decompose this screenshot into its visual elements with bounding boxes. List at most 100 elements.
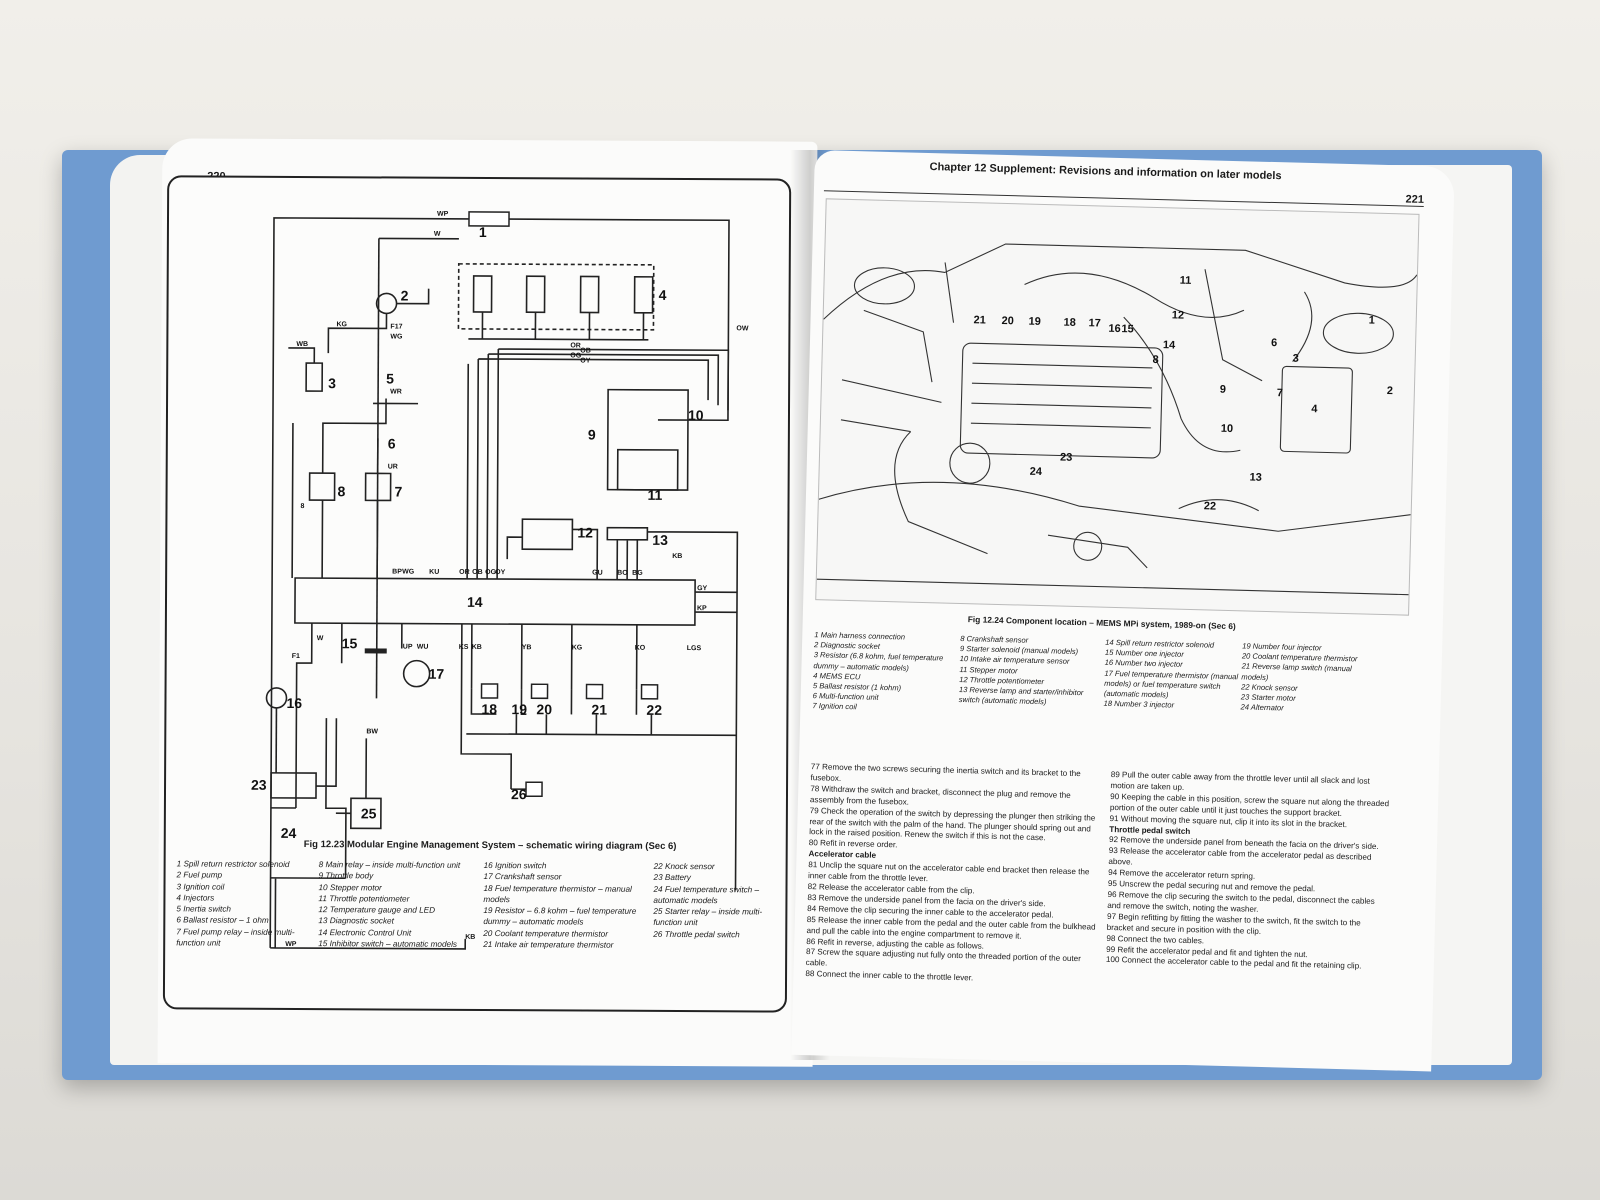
component-label: 15 bbox=[342, 635, 358, 651]
photo-callout-label: 13 bbox=[1249, 471, 1262, 483]
legend-item: 13 Reverse lamp and starter/inhibitor sw… bbox=[958, 684, 1084, 707]
legend-item: 7 Fuel pump relay – inside multi-functio… bbox=[176, 927, 295, 948]
legend-item: 5 Inertia switch bbox=[176, 904, 232, 914]
photo-callout-label: 10 bbox=[1221, 423, 1234, 435]
component-label: 23 bbox=[251, 777, 267, 793]
left-legend-col-2: 8 Main relay – inside multi-function uni… bbox=[318, 859, 478, 950]
wire-color-label: KB bbox=[465, 934, 475, 941]
wire-color-label: LGS bbox=[687, 645, 702, 652]
legend-item: 13 Diagnostic socket bbox=[318, 916, 394, 926]
component-label: 9 bbox=[588, 427, 596, 443]
photo-callout-label: 9 bbox=[1220, 384, 1226, 396]
wire-color-label: OR bbox=[570, 342, 581, 349]
component-label: 22 bbox=[646, 702, 662, 718]
wiring-diagram: 1234567891011121314151617181920212223242… bbox=[251, 211, 749, 950]
wire-color-label: KS bbox=[459, 644, 469, 651]
wire-color-label: OW bbox=[736, 325, 748, 332]
legend-item: 8 Main relay – inside multi-function uni… bbox=[318, 860, 461, 870]
component-label: 17 bbox=[429, 666, 445, 682]
photo-callout-label: 18 bbox=[1063, 317, 1076, 329]
left-figure-caption: Fig 12.23 Modular Engine Management Syst… bbox=[303, 839, 677, 852]
component-label: 11 bbox=[648, 487, 663, 503]
legend-item: 2 Fuel pump bbox=[176, 870, 223, 880]
wire-color-label: F1 bbox=[292, 653, 300, 660]
component-label: 18 bbox=[481, 701, 497, 717]
legend-item: 15 Inhibitor switch – automatic models bbox=[318, 939, 458, 949]
right-figure-caption: Fig 12.24 Component location – MEMS MPi … bbox=[967, 614, 1236, 632]
photo-callout-label: 24 bbox=[1029, 466, 1042, 478]
photo-callout-label: 14 bbox=[1163, 339, 1176, 351]
component-label: 7 bbox=[395, 484, 403, 500]
component-label: 10 bbox=[688, 407, 704, 423]
photo-callout-label: 1 bbox=[1369, 315, 1375, 327]
component-label: 3 bbox=[328, 375, 336, 391]
wire-color-label: WB bbox=[296, 341, 308, 348]
component-label: 14 bbox=[467, 594, 483, 610]
wire-color-label: KU bbox=[429, 569, 439, 576]
wire-color-label: KG bbox=[336, 321, 347, 328]
photo-callout-label: 12 bbox=[1172, 309, 1185, 321]
legend-item: 3 Ignition coil bbox=[176, 881, 225, 892]
wire-color-label: KB bbox=[472, 644, 482, 651]
component-label: 5 bbox=[386, 370, 394, 386]
component-label: 2 bbox=[401, 288, 409, 304]
legend-item: 10 Stepper motor bbox=[318, 882, 382, 893]
photo-callout-label: 4 bbox=[1311, 403, 1318, 415]
component-label: 4 bbox=[659, 287, 667, 303]
photo-callout-label: 11 bbox=[1180, 275, 1192, 287]
legend-item: 6 Ballast resistor – 1 ohm bbox=[176, 915, 269, 926]
legend-item: 18 Fuel temperature thermistor – manual … bbox=[483, 883, 632, 905]
wire-color-label: W bbox=[317, 635, 324, 642]
wire-color-label: BW bbox=[366, 728, 378, 735]
wire-color-label: BG bbox=[632, 570, 643, 577]
wire-color-label: KB bbox=[672, 553, 682, 560]
component-label: 1 bbox=[479, 224, 487, 240]
legend-item: 17 Crankshaft sensor bbox=[483, 872, 562, 882]
photo-callout-label: 2 bbox=[1387, 385, 1393, 397]
wire-color-label: OY bbox=[495, 569, 505, 576]
wire-color-label: F17 bbox=[390, 323, 402, 330]
legend-item: 20 Coolant temperature thermistor bbox=[483, 928, 608, 939]
wire-color-label: OY bbox=[580, 357, 590, 364]
legend-item: 23 Battery bbox=[653, 873, 691, 883]
wire-color-label: GY bbox=[697, 585, 707, 592]
component-label: 25 bbox=[361, 805, 377, 821]
wire-color-label: GU bbox=[592, 570, 603, 577]
photo-callout-label: 19 bbox=[1028, 316, 1041, 328]
wire-color-label: OR bbox=[459, 569, 470, 576]
legend-item: 19 Resistor – 6.8 kohm – fuel temperatur… bbox=[483, 906, 637, 927]
legend-item: 11 Throttle potentiometer bbox=[318, 894, 410, 904]
wire-color-label: OB bbox=[580, 347, 591, 354]
component-label: 6 bbox=[388, 435, 396, 451]
component-label: 21 bbox=[591, 702, 607, 718]
legend-item: 17 Fuel temperature thermistor (manual m… bbox=[1103, 668, 1239, 700]
legend-item: 12 Temperature gauge and LED bbox=[318, 905, 436, 915]
photo-callout-label: 8 bbox=[1152, 354, 1158, 366]
wire-color-label: WP bbox=[285, 941, 297, 948]
legend-item: 9 Throttle body bbox=[318, 871, 374, 881]
wire-color-label: W bbox=[434, 231, 441, 238]
photo-callout-label: 21 bbox=[973, 314, 986, 326]
photo-callout-label: 16 bbox=[1108, 323, 1121, 335]
wire-color-label: WG bbox=[390, 333, 403, 340]
wire-color-label: BO bbox=[617, 570, 628, 577]
legend-item: 25 Starter relay – inside multi-function… bbox=[653, 907, 763, 928]
legend-item: 24 Alternator bbox=[1240, 702, 1284, 713]
photo-callout-label: 7 bbox=[1277, 387, 1283, 399]
component-label: 8 bbox=[338, 483, 346, 499]
right-page: Chapter 12 Supplement: Revisions and inf… bbox=[791, 150, 1455, 1072]
left-page: 220 bbox=[157, 138, 818, 1067]
wire-color-label: WP bbox=[437, 211, 449, 218]
photo-callout-label: 23 bbox=[1060, 452, 1073, 464]
photo-callout-label: 15 bbox=[1121, 323, 1134, 335]
photo-callout-label: 3 bbox=[1293, 353, 1299, 365]
wire-color-label: BP bbox=[392, 569, 402, 576]
component-label: 16 bbox=[286, 695, 302, 711]
photo-callout-label: 22 bbox=[1204, 500, 1217, 512]
legend-item: 22 Knock sensor bbox=[653, 861, 715, 872]
component-label: 24 bbox=[281, 825, 297, 841]
